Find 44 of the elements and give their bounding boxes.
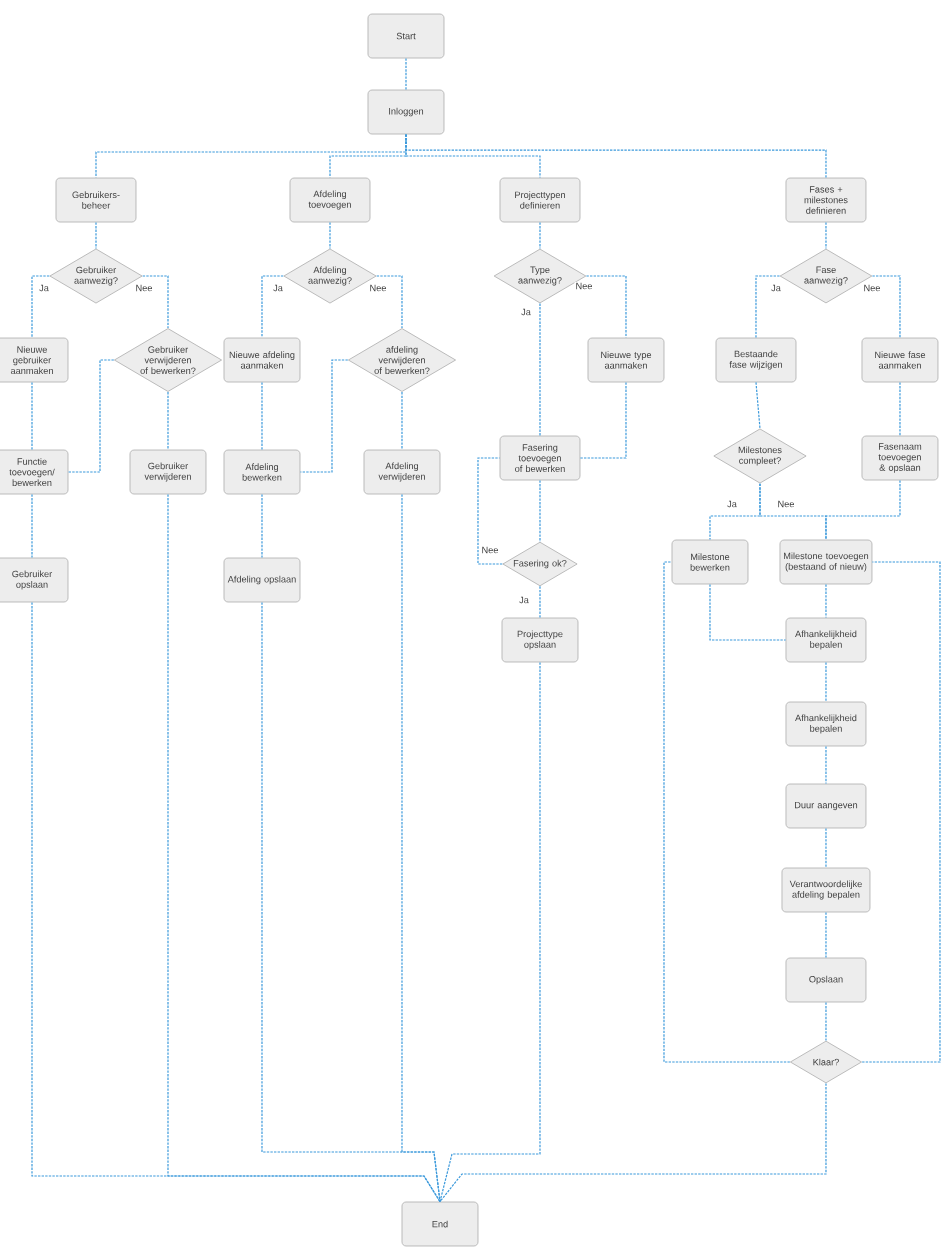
- connector-line: [539, 585, 541, 619]
- connector-line: [579, 381, 627, 459]
- connector-line: [167, 391, 169, 451]
- connector-line: [439, 1082, 827, 1203]
- connector-line: [755, 275, 781, 339]
- connector-line: [477, 457, 503, 565]
- connector-line: [31, 381, 33, 451]
- connector-line: [401, 493, 441, 1203]
- connector-line: [31, 275, 50, 339]
- connector-line: [663, 561, 791, 1063]
- connector-line: [755, 381, 761, 429]
- connector-line: [825, 479, 901, 541]
- connector-line: [871, 275, 901, 339]
- connector-line: [539, 302, 541, 437]
- connector-line: [329, 221, 331, 249]
- connector-line: [405, 133, 827, 179]
- connector-line: [825, 221, 827, 250]
- connector-line: [825, 745, 827, 785]
- connector-line: [825, 661, 827, 703]
- connector-line: [261, 493, 263, 559]
- connector-line: [759, 483, 827, 541]
- connector-line: [899, 381, 901, 437]
- connector-line: [142, 275, 169, 329]
- connector-line: [405, 57, 407, 91]
- connector-line: [67, 359, 115, 473]
- connector-line: [825, 827, 827, 869]
- connector-line: [261, 381, 263, 451]
- connector-line: [861, 561, 941, 1063]
- connector-line: [539, 479, 541, 543]
- connector-line: [401, 391, 403, 451]
- connector-line: [31, 601, 441, 1203]
- connector-line: [31, 493, 33, 559]
- connector-line: [825, 911, 827, 959]
- connector-line: [95, 221, 97, 249]
- connector-line: [585, 275, 627, 339]
- connector-line: [261, 275, 284, 339]
- connector-line: [539, 221, 541, 250]
- connector-line: [825, 1001, 827, 1042]
- connector-line: [299, 359, 349, 473]
- connector-line: [167, 493, 441, 1203]
- connector-line: [825, 583, 827, 619]
- connector-line: [709, 583, 787, 641]
- connector-line: [439, 661, 541, 1203]
- connector-line: [376, 275, 403, 329]
